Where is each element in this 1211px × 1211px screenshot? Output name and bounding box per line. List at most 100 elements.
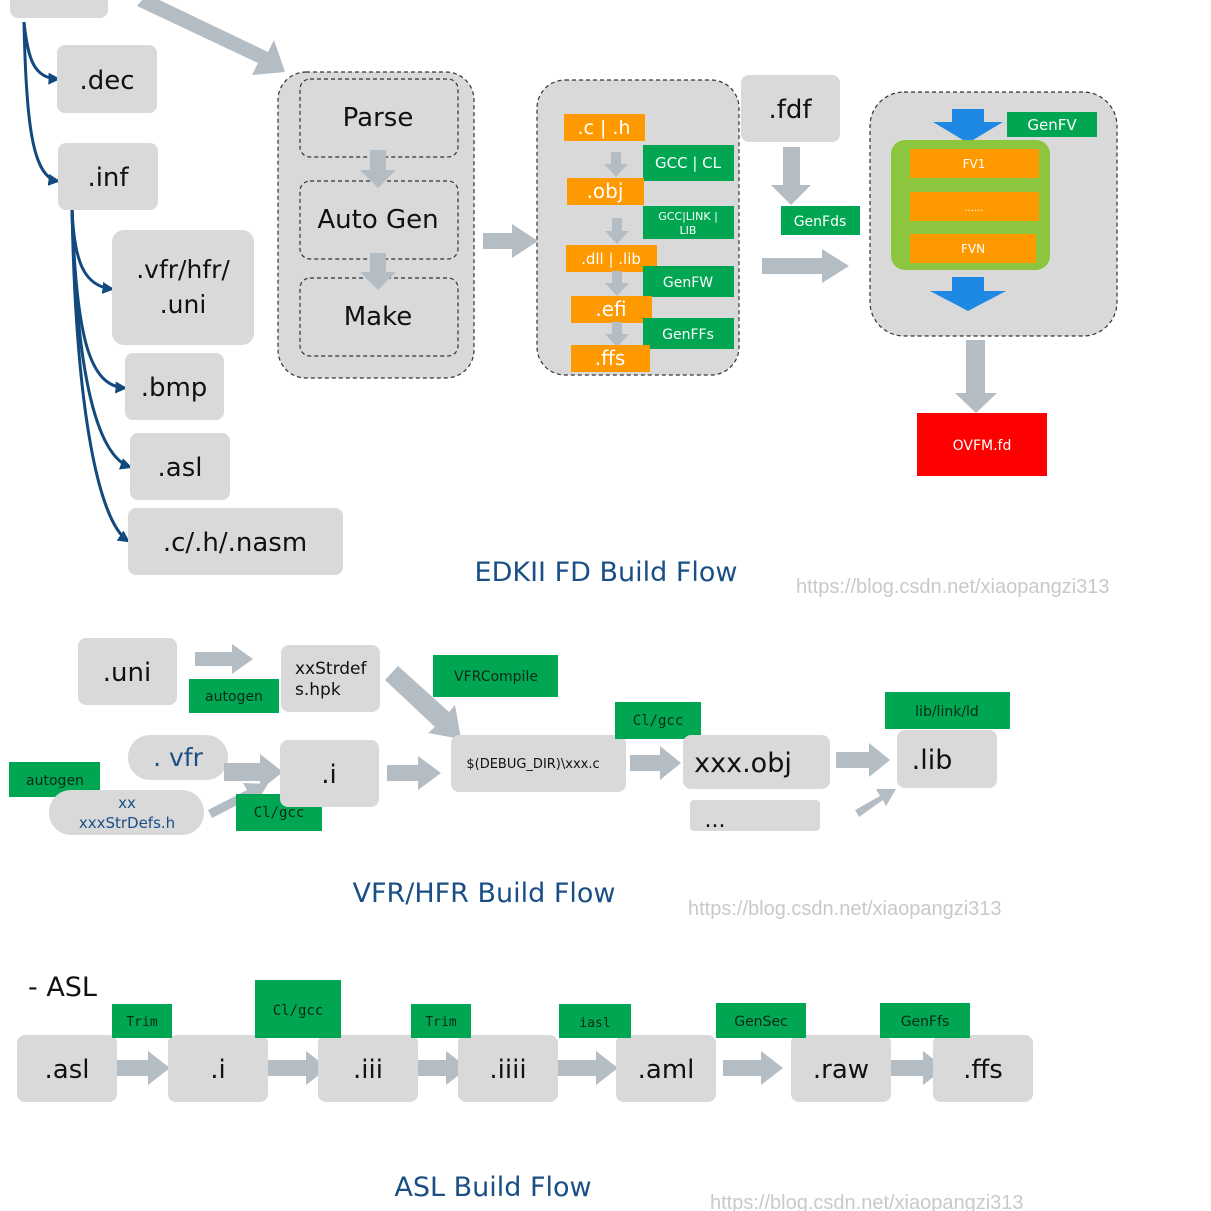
arrow-parse-to-autogen	[360, 150, 396, 188]
asl-tool-clgcc-label: Cl/gcc	[273, 1003, 324, 1019]
arrow-strdefs-to-debug-c	[385, 666, 461, 739]
genffs-label: GenFFs	[662, 327, 714, 343]
ovfm-fd-box	[917, 413, 1047, 476]
arrow-fdf-down	[771, 147, 811, 205]
genfv-label: GenFV	[1027, 116, 1077, 134]
arrow-i-to-debug-c	[387, 756, 441, 790]
obj-box	[683, 735, 830, 789]
dll-lib-label: .dll | .lib	[581, 250, 641, 268]
asl-flow-title: ASL Build Flow	[394, 1172, 591, 1203]
cl-gcc-top-tag	[615, 702, 701, 739]
asl-node-iii-label: .iii	[353, 1055, 383, 1085]
dots-box	[690, 800, 820, 831]
arrow-to-compile	[483, 224, 538, 258]
blue-arrow-top	[933, 109, 1003, 143]
asl-tool-iasl-label: iasl	[579, 1016, 610, 1031]
ffs-label: .ffs	[595, 346, 626, 370]
make-label: Make	[344, 302, 413, 332]
cl-gcc-top-label: Cl/gcc	[633, 713, 684, 729]
parse-label: Parse	[343, 103, 414, 133]
inf-box	[58, 143, 158, 210]
dec-box	[57, 45, 157, 113]
lib-box	[897, 730, 997, 788]
dec-label: .dec	[79, 66, 134, 96]
arrow-uni-to-strdefs	[195, 644, 253, 674]
debug-c-box	[451, 735, 626, 792]
asl-node-iiii	[458, 1035, 558, 1102]
asl-tool-genffs-label: GenFfs	[901, 1014, 950, 1030]
arrow-ch-to-obj	[604, 152, 628, 177]
asl-node-i	[168, 1035, 268, 1102]
autogen-label: Auto Gen	[317, 205, 438, 235]
i-box	[280, 740, 379, 807]
arrow-dots-to-lib	[855, 789, 896, 817]
asl-tool-trim-2-label: Trim	[425, 1015, 456, 1030]
arrow-to-parse	[137, 0, 285, 75]
obj-label-vfr: xxx.obj	[694, 748, 792, 779]
top-source-box	[10, 0, 108, 18]
bmp-box	[125, 353, 224, 420]
fvn-label: FVN	[961, 242, 985, 256]
edge-inf	[22, 21, 61, 186]
c-h-nasm-label: .c/.h/.nasm	[163, 528, 307, 558]
arrow-to-output	[955, 340, 997, 413]
asl-node-raw	[791, 1035, 891, 1102]
genfds-tag	[781, 206, 860, 235]
lib-link-ld-label: lib/link/ld	[915, 704, 979, 720]
autogen-top-tag	[189, 679, 279, 713]
make-box	[299, 277, 459, 357]
asl-tool-gensec	[716, 1003, 806, 1038]
dll-lib-tag	[566, 245, 657, 272]
uni-box	[78, 638, 177, 705]
fd-flow-watermark: https://blog.csdn.net/xiaopangzi313	[796, 576, 1110, 598]
fd-build-flow: .dec .inf .vfr/hfr/ .uni .bmp .asl .c/.h…	[10, 0, 1118, 598]
vfr-label: . vfr	[153, 743, 203, 772]
fdf-box	[741, 75, 840, 142]
gcc-link-lib-label-2: LIB	[680, 224, 697, 237]
source-tree-edges	[22, 21, 133, 543]
asl-tool-clgcc	[255, 980, 341, 1038]
c-h-nasm-box	[128, 508, 343, 575]
vfrcompile-label: VFRCompile	[454, 669, 538, 685]
fvn-bar	[910, 234, 1036, 263]
vfr-build-flow: .uni autogen xxStrdef s.hpk VFRCompile .…	[9, 638, 1010, 920]
arrow-obj-to-lib	[836, 743, 890, 777]
ovfm-fd-label: OVFM.fd	[953, 438, 1012, 454]
strdefs-hpk-line1: xxStrdef	[295, 659, 368, 679]
arrow-to-fv	[762, 249, 849, 283]
asl-node-ffs-label: .ffs	[963, 1055, 1003, 1085]
genfds-label: GenFds	[794, 214, 847, 230]
genfw-tag	[643, 266, 734, 297]
fv-dots-bar	[910, 192, 1039, 221]
edge-dec	[22, 21, 61, 85]
gcc-link-lib-tag	[643, 206, 734, 239]
strdefs-h-line1: xx	[118, 794, 136, 812]
gcc-cl-label: GCC | CL	[655, 154, 722, 172]
gcc-cl-tag	[643, 145, 734, 181]
edge-vfr	[70, 207, 115, 294]
lib-label: .lib	[912, 745, 953, 776]
c-h-label: .c | .h	[577, 117, 630, 139]
asl-tool-genffs	[880, 1003, 970, 1038]
asl-heading: - ASL	[28, 972, 97, 1003]
genffs-tag	[643, 318, 734, 349]
arrow-obj-to-dll	[605, 218, 629, 244]
asl-arrow-1	[114, 1051, 170, 1085]
fv1-bar	[910, 149, 1039, 178]
vfrcompile-tag	[433, 655, 558, 697]
genfv-tag	[1007, 112, 1097, 137]
asl-tool-gensec-label: GenSec	[734, 1014, 788, 1030]
obj-tag	[567, 178, 644, 205]
gcc-link-lib-label-1: GCC|LINK |	[658, 210, 718, 223]
i-label: .i	[321, 760, 337, 790]
debug-c-label: $(DEBUG_DIR)\xxx.c	[466, 757, 599, 772]
strdefs-h-line2: xxxStrDefs.h	[79, 814, 175, 832]
vfr-flow-watermark: https://blog.csdn.net/xiaopangzi313	[688, 898, 1002, 920]
dots-label: ...	[705, 808, 726, 833]
asl-node-i-label: .i	[210, 1055, 226, 1085]
arrow-debug-c-to-obj	[630, 746, 681, 780]
asl-node-iii	[318, 1035, 418, 1102]
vfr-pill	[128, 735, 228, 780]
ffs-tag	[571, 345, 650, 372]
lib-link-ld-tag	[885, 692, 1010, 729]
